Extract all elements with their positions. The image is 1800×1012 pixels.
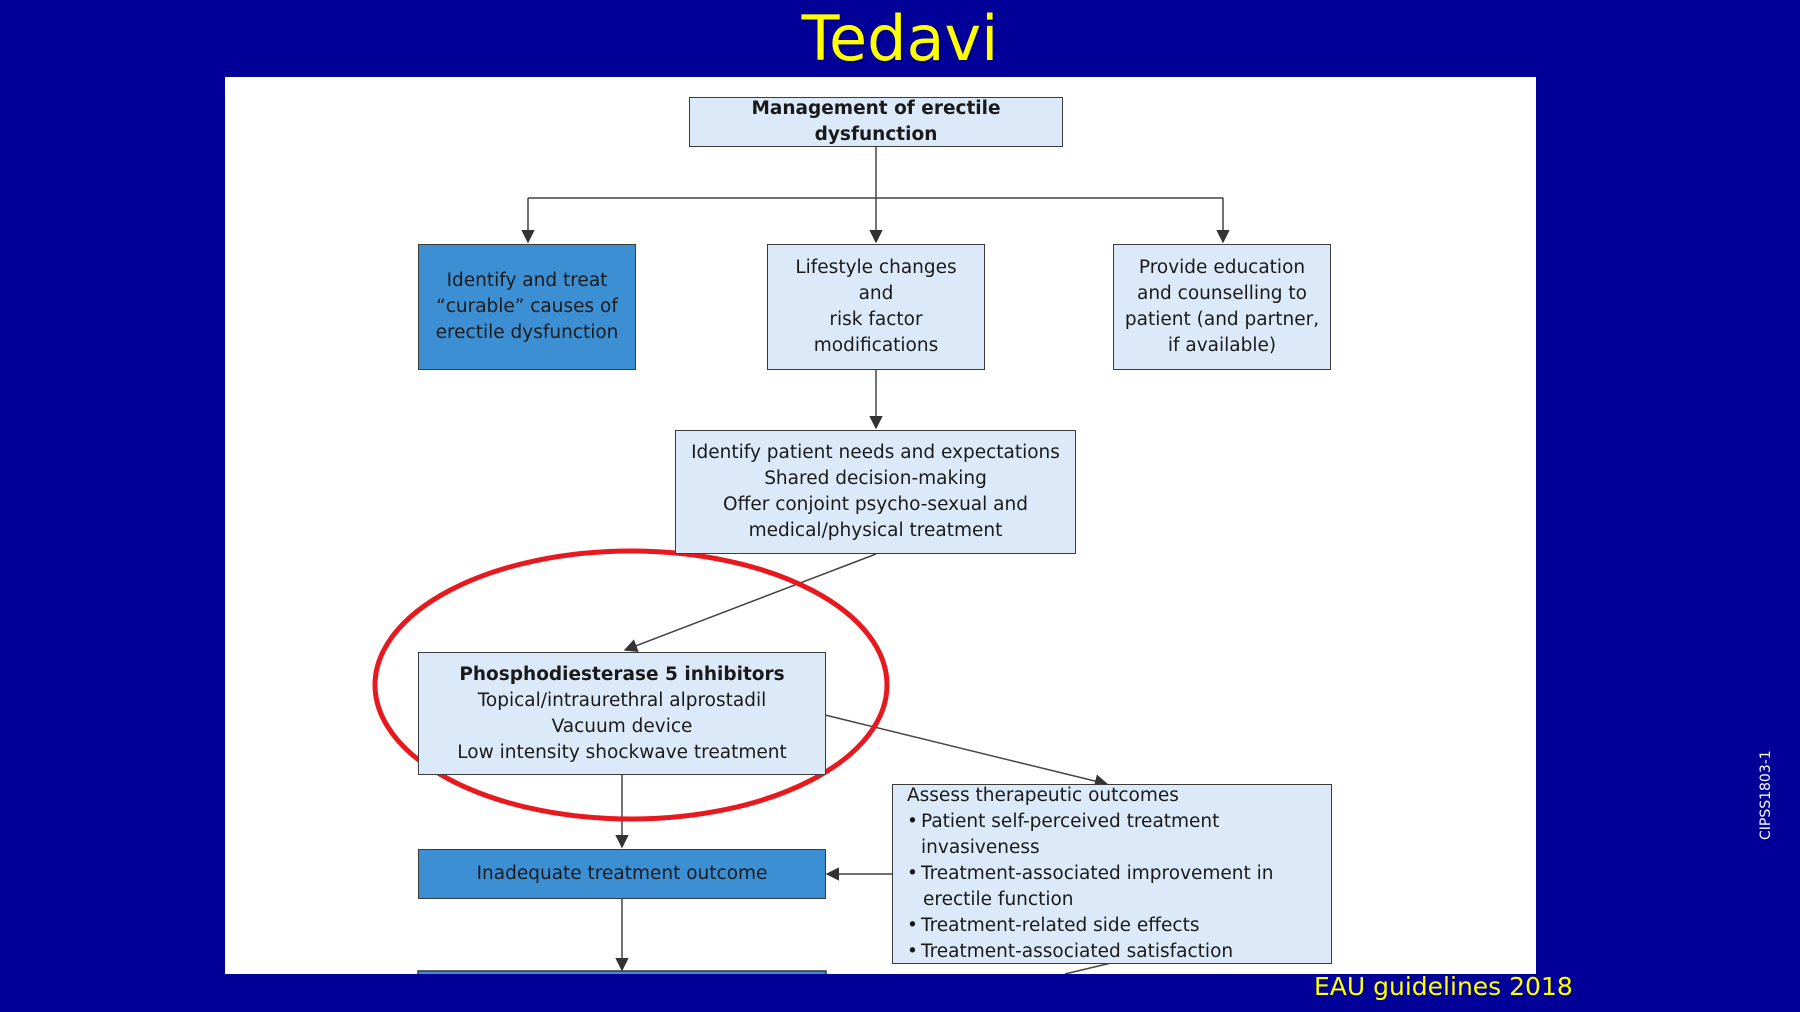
first-line-item-2: Vacuum device (551, 715, 693, 737)
assess-bullet-1-text: Patient self-perceived treatment invasiv… (921, 811, 1220, 858)
needs-line-1: Identify patient needs and expectations (691, 442, 1060, 463)
arrow-to-assess (824, 714, 1109, 788)
lifestyle-line-2: risk factor (829, 309, 923, 330)
slide-code: CIPSS1803-1 (1758, 750, 1774, 840)
inadequate-outcome-box: Inadequate treatment outcome (418, 849, 826, 899)
assess-bullet-2-text: Treatment-associated improvement in (921, 863, 1274, 884)
education-line-2: and counselling to (1137, 283, 1307, 304)
lifestyle-line-3: modifications (813, 335, 939, 356)
assess-bullet-2: Treatment-associated improvement in erect… (907, 861, 1323, 913)
assess-outcomes-box: Assess therapeutic outcomes Patient self… (892, 784, 1332, 965)
assess-bullet-4: Treatment-associated satisfaction (907, 939, 1323, 965)
assess-bullet-3: Treatment-related side effects (907, 913, 1323, 939)
source-citation: EAU guidelines 2018 (1314, 972, 1573, 1001)
needs-line-3: Offer conjoint psycho-sexual and (723, 494, 1028, 515)
needs-line-2: Shared decision-making (764, 468, 987, 489)
first-line-item-1: Topical/intraurethral alprostadil (477, 689, 767, 711)
assess-bullet-1: Patient self-perceived treatment invasiv… (907, 809, 1323, 861)
assess-bullet-list: Patient self-perceived treatment invasiv… (907, 809, 1323, 965)
slide-title: Tedavi (801, 2, 999, 75)
next-box-partial (417, 970, 827, 974)
root-label: Management of erectile dysfunction (751, 98, 1001, 145)
assess-bullet-2-cont: erectile function (923, 889, 1074, 910)
highlight-ring (372, 548, 890, 822)
education-line-1: Provide education (1138, 257, 1306, 278)
education-line-3: patient (and partner, (1124, 309, 1320, 330)
curable-line-2: “curable” causes of (436, 296, 618, 317)
root-box: Management of erectile dysfunction (689, 97, 1063, 147)
education-box: Provide education and counselling to pat… (1113, 244, 1331, 370)
needs-line-4: medical/physical treatment (748, 520, 1003, 541)
first-line-heading: Phosphodiesterase 5 inhibitors (459, 663, 785, 685)
first-line-treatment-box: Phosphodiesterase 5 inhibitors Topical/i… (418, 652, 826, 775)
curable-line-1: Identify and treat (446, 270, 608, 291)
first-line-item-3: Low intensity shockwave treatment (457, 741, 787, 763)
arrow-to-first-line (623, 553, 877, 652)
education-line-4: if available) (1167, 335, 1277, 356)
assess-bullet-4-text: Treatment-associated satisfaction (921, 941, 1234, 962)
inadequate-label: Inadequate treatment outcome (476, 863, 768, 884)
assess-heading: Assess therapeutic outcomes (907, 785, 1179, 806)
assess-bullet-3-text: Treatment-related side effects (921, 915, 1200, 936)
patient-needs-box: Identify patient needs and expectations … (675, 430, 1076, 554)
curable-causes-box: Identify and treat “curable” causes of e… (418, 244, 636, 370)
lifestyle-line-1: Lifestyle changes and (795, 257, 957, 304)
lifestyle-box: Lifestyle changes and risk factor modifi… (767, 244, 985, 370)
flowchart-panel: Management of erectile dysfunction Ident… (225, 77, 1536, 974)
curable-line-3: erectile dysfunction (435, 322, 619, 343)
